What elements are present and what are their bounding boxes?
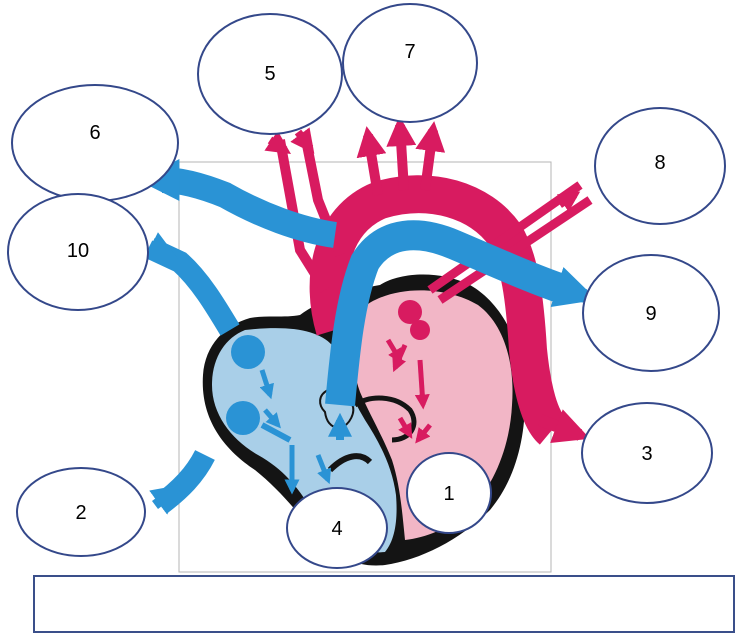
vena-cava [137, 159, 338, 515]
label-circle-4[interactable]: 4 [286, 487, 388, 569]
label-circle-8[interactable]: 8 [594, 107, 726, 225]
aorta [309, 116, 591, 445]
answer-box[interactable] [33, 575, 735, 633]
label-4-text: 4 [331, 518, 342, 540]
label-circle-3[interactable]: 3 [581, 402, 713, 504]
label-circle-6[interactable]: 6 [11, 84, 179, 202]
flow-arrows [259, 338, 432, 495]
label-1-text: 1 [443, 483, 454, 505]
pulmonary-artery [325, 220, 598, 440]
label-8-text: 8 [654, 152, 665, 174]
diagram-frame [178, 161, 552, 573]
label-10-text: 10 [67, 240, 89, 262]
label-circle-10[interactable]: 10 [7, 193, 149, 311]
label-circle-1[interactable]: 1 [406, 452, 492, 534]
label-6-text: 6 [89, 122, 100, 144]
label-circle-9[interactable]: 9 [582, 254, 720, 372]
label-circle-2[interactable]: 2 [16, 467, 146, 557]
label-circle-7[interactable]: 7 [342, 3, 478, 123]
label-5-text: 5 [264, 63, 275, 85]
label-2-text: 2 [75, 502, 86, 524]
label-circle-5[interactable]: 5 [197, 13, 343, 135]
label-9-text: 9 [645, 303, 656, 325]
label-7-text: 7 [404, 41, 415, 63]
label-3-text: 3 [641, 443, 652, 465]
